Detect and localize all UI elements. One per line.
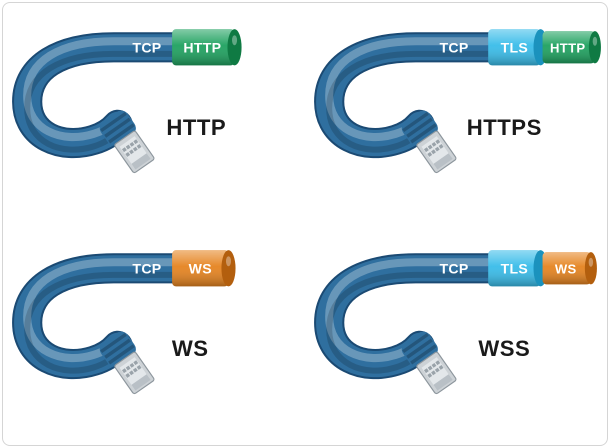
panel-wss: TCP TLS WS WSS	[305, 224, 607, 445]
tls-layer-label: TLS	[501, 39, 529, 55]
segment-ws-layer	[542, 252, 597, 285]
cable-svg-https: TCP TLS HTTP HTTPS	[314, 29, 601, 174]
panel-title-wss: WSS	[478, 336, 530, 361]
tcp-label: TCP	[132, 39, 161, 55]
panel-title-https: HTTPS	[467, 115, 542, 140]
http-layer-label: HTTP	[550, 40, 585, 55]
tcp-label: TCP	[439, 261, 468, 277]
tls-layer-label: TLS	[501, 261, 529, 277]
segment-ws-layer	[172, 250, 236, 287]
ethernet-cable	[314, 253, 518, 380]
rj45-connector-icon	[401, 110, 457, 174]
panel-ws: TCP WS WS	[3, 224, 305, 445]
tcp-label: TCP	[132, 261, 161, 277]
cable-svg-ws: TCP WS WS	[12, 250, 236, 395]
ethernet-cable	[12, 32, 202, 159]
tcp-label: TCP	[439, 39, 468, 55]
panel-title-ws: WS	[172, 336, 209, 361]
ws-layer-label: WS	[555, 262, 577, 277]
http-layer-label: HTTP	[183, 39, 221, 55]
panel-title-http: HTTP	[166, 115, 226, 140]
cable-svg-wss: TCP TLS WS WSS	[314, 250, 597, 395]
rj45-connector-icon	[99, 110, 155, 174]
panel-https: TCP TLS HTTP HTTPS	[305, 3, 607, 224]
segment-http-layer	[542, 31, 601, 64]
rj45-connector-icon	[401, 332, 457, 395]
rj45-connector-icon	[99, 332, 155, 395]
cable-svg-http: TCP HTTP HTTP	[12, 29, 242, 174]
panel-http: TCP HTTP HTTP	[3, 3, 305, 224]
ws-layer-label: WS	[189, 261, 212, 277]
segment-http-layer	[172, 29, 242, 66]
